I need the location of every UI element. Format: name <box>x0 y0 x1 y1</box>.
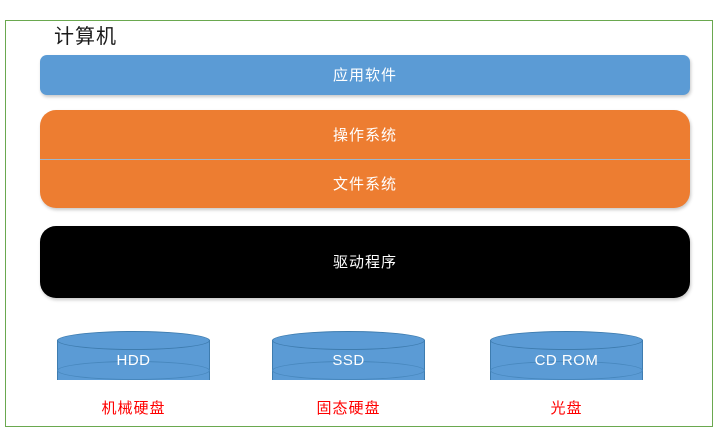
device-label-hdd: HDD <box>116 352 151 369</box>
cylinder-bottom-ellipse <box>272 361 425 380</box>
cylinder-bottom-ellipse <box>490 361 643 380</box>
layer-label-driver: 驱动程序 <box>332 253 397 271</box>
cylinder-top-ellipse <box>490 331 643 350</box>
cylinder-top-ellipse <box>57 331 210 350</box>
layer-label-file-system: 文件系统 <box>332 175 397 193</box>
device-ssd: SSD 固态硬盘 <box>272 331 425 418</box>
device-hdd: HDD 机械硬盘 <box>57 331 210 418</box>
layer-driver: 驱动程序 <box>40 226 690 298</box>
layer-row-operating-system: 操作系统 <box>40 110 690 159</box>
device-cd-rom: CD ROM 光盘 <box>490 331 643 418</box>
cylinder-icon-ssd: SSD <box>272 331 425 389</box>
group-title: 计算机 <box>44 23 127 49</box>
device-caption-ssd: 固态硬盘 <box>316 399 381 417</box>
cylinder-icon-cd-rom: CD ROM <box>490 331 643 389</box>
cylinder-icon-hdd: HDD <box>57 331 210 389</box>
device-caption-cd-rom: 光盘 <box>550 399 583 417</box>
cylinder-top-ellipse <box>272 331 425 350</box>
layer-row-file-system: 文件系统 <box>40 159 690 208</box>
device-label-ssd: SSD <box>332 352 365 369</box>
computer-group-box: 计算机 <box>5 20 713 427</box>
layer-label-application-software: 应用软件 <box>332 66 397 84</box>
layer-label-operating-system: 操作系统 <box>332 125 397 144</box>
device-caption-hdd: 机械硬盘 <box>101 399 166 417</box>
layer-application-software: 应用软件 <box>40 55 690 95</box>
cylinder-bottom-ellipse <box>57 361 210 380</box>
device-label-cd-rom: CD ROM <box>534 352 599 369</box>
layer-operating-system-group: 操作系统 文件系统 <box>40 110 690 208</box>
